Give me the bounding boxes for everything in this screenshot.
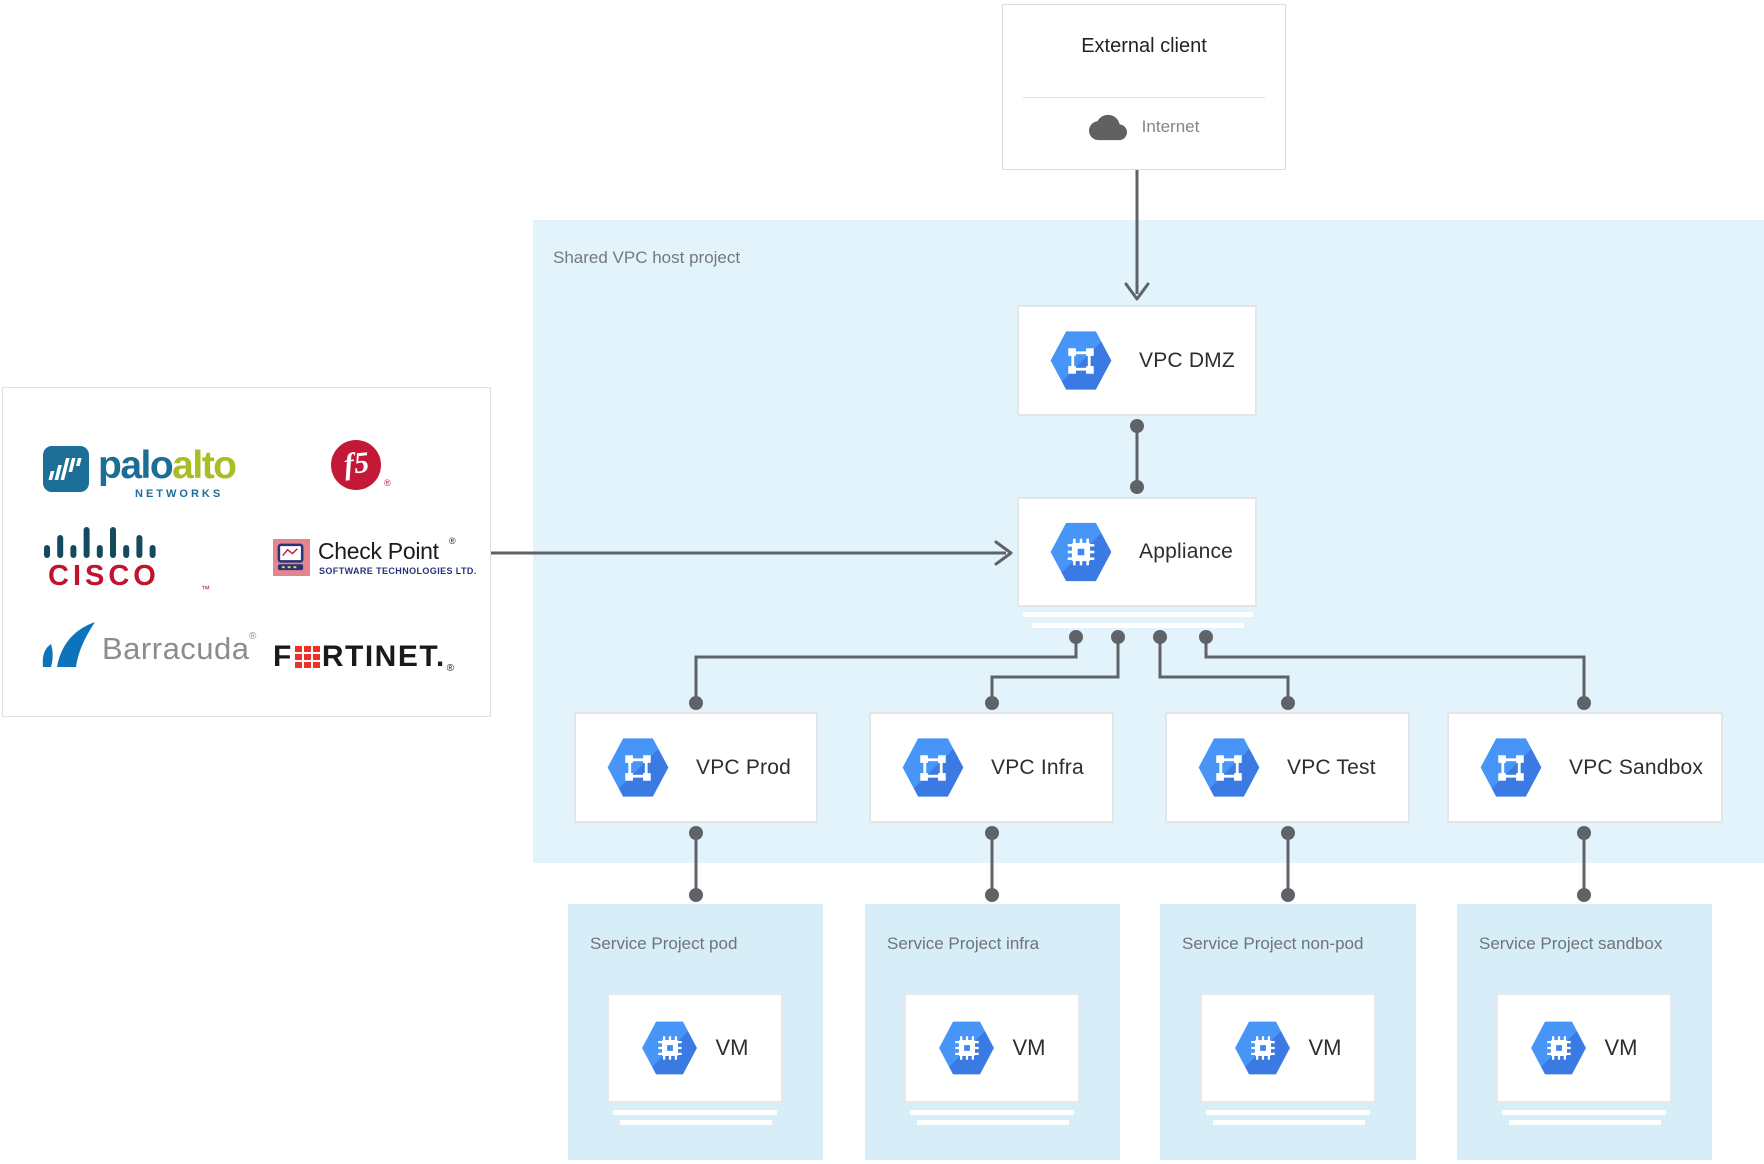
checkpoint-subtext: SOFTWARE TECHNOLOGIES LTD. <box>319 566 477 576</box>
checkpoint-icon <box>273 539 310 576</box>
appliance-node: Appliance <box>1017 497 1257 607</box>
node-label: VPC DMZ <box>1139 348 1235 372</box>
node-label: VPC Sandbox <box>1569 755 1704 779</box>
service-project-title: Service Project infra <box>887 934 1040 953</box>
vpc-sandbox-node: VPC Sandbox <box>1447 712 1723 823</box>
compute-engine-icon <box>1531 1021 1586 1075</box>
vendor-checkpoint-logo: Check Point <box>318 538 439 564</box>
vendor-fortinet-logo: F RTINET. ® <box>273 640 454 674</box>
vpc-network-icon <box>1198 738 1260 797</box>
vpc-prod-node: VPC Prod <box>574 712 818 823</box>
node-label: VPC Prod <box>696 755 791 779</box>
fortinet-letter: F <box>273 640 293 673</box>
vm-stack-line <box>1509 1120 1661 1125</box>
service-project-title: Service Project pod <box>590 934 738 953</box>
vm-stack-line <box>620 1120 772 1125</box>
service-project-title: Service Project non-pod <box>1182 934 1364 953</box>
vm-node-sandbox: VM <box>1496 993 1672 1103</box>
vpc-infra-node: VPC Infra <box>869 712 1114 823</box>
appliance-stack-line <box>1032 623 1244 628</box>
node-label: VPC Infra <box>991 755 1084 779</box>
node-label: Appliance <box>1139 540 1234 563</box>
divider <box>1023 97 1265 98</box>
vpc-network-icon <box>902 738 964 797</box>
external-client-card: External client Internet <box>1002 4 1286 170</box>
vpc-network-icon <box>607 738 669 797</box>
compute-engine-icon <box>642 1021 697 1075</box>
node-label: VPC Test <box>1287 755 1376 779</box>
vm-stack-line <box>613 1110 777 1115</box>
vm-stack-line <box>910 1110 1074 1115</box>
f5-reg-mark: ® <box>384 478 391 488</box>
paloalto-word: palo <box>98 444 174 487</box>
appliance-stack-line <box>1023 612 1253 617</box>
compute-engine-icon <box>939 1021 994 1075</box>
barracuda-reg-mark: ® <box>249 631 257 642</box>
vpc-test-node: VPC Test <box>1165 712 1410 823</box>
internet-label: Internet <box>1141 117 1200 136</box>
vendor-f5-logo: f5 <box>331 440 381 490</box>
paloalto-word: alto <box>172 444 237 487</box>
barracuda-icon <box>42 622 95 667</box>
vm-label: VM <box>1308 1035 1342 1060</box>
vendor-paloalto-logo: paloalto <box>43 444 237 492</box>
vm-stack-line <box>1206 1110 1370 1115</box>
vm-label: VM <box>1604 1035 1638 1060</box>
external-client-title: External client <box>1081 35 1207 57</box>
vendor-cisco-logo: CISCO <box>48 560 160 592</box>
vm-stack-line <box>917 1120 1069 1125</box>
cisco-tm-mark: ™ <box>201 584 210 594</box>
host-project-label: Shared VPC host project <box>553 248 741 267</box>
vm-node-nonpod: VM <box>1200 993 1376 1103</box>
vm-node-infra: VM <box>904 993 1080 1103</box>
fortinet-reg-mark: ® <box>446 663 455 674</box>
compute-engine-icon <box>1235 1021 1290 1075</box>
vpc-network-icon <box>1480 738 1542 797</box>
compute-engine-icon <box>1050 522 1112 582</box>
cloud-icon <box>1088 114 1127 140</box>
vm-stack-line <box>1502 1110 1666 1115</box>
fortinet-rest: RTINET. <box>321 640 446 673</box>
checkpoint-reg-mark: ® <box>449 536 456 546</box>
vm-stack-line <box>1213 1120 1365 1125</box>
vm-label: VM <box>1012 1035 1046 1060</box>
cisco-bars-icon <box>44 527 156 558</box>
paloalto-networks-label: NETWORKS <box>135 488 224 500</box>
vm-node-pod: VM <box>607 993 783 1103</box>
vpc-network-icon <box>1050 331 1112 390</box>
vm-label: VM <box>715 1035 749 1060</box>
vpc-dmz-node: VPC DMZ <box>1017 305 1257 416</box>
fortinet-grid-o-icon <box>294 646 320 668</box>
f5-label: f5 <box>341 445 371 481</box>
appliance-vendors-card: paloalto NETWORKS f5 ® CISCO ™ <box>2 387 491 717</box>
service-project-title: Service Project sandbox <box>1479 934 1663 953</box>
paloalto-icon <box>43 446 89 492</box>
vendor-barracuda-logo: Barracuda <box>102 631 250 666</box>
